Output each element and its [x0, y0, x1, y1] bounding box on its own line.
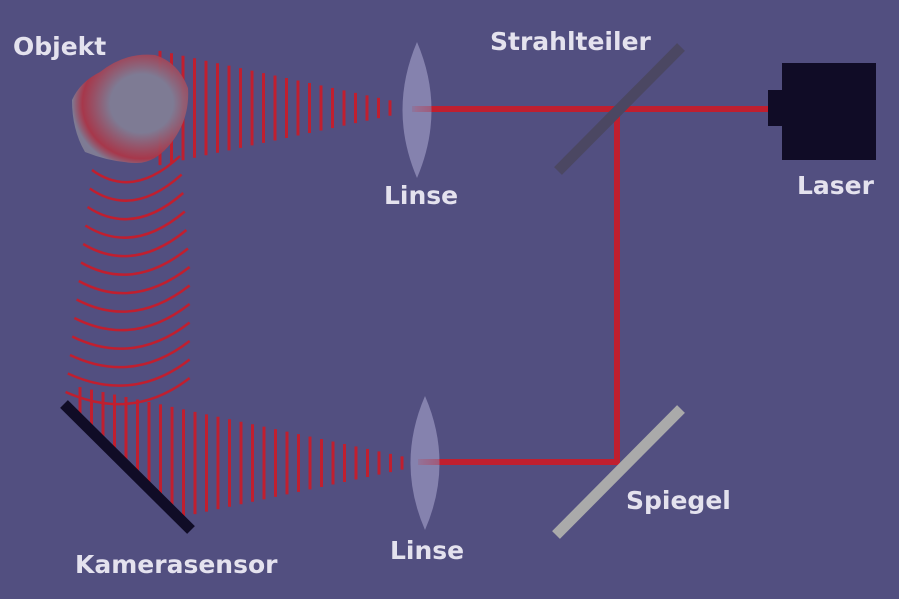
beam-top	[415, 106, 770, 112]
laser	[768, 63, 876, 160]
scattered-wavefront	[69, 340, 191, 369]
object	[72, 54, 189, 164]
scattered-wavefront	[84, 210, 186, 239]
beamsplitter	[554, 43, 685, 175]
label-lens-bottom: Linse	[390, 536, 465, 565]
label-laser: Laser	[797, 171, 874, 200]
scattered-wavefront	[65, 377, 191, 406]
label-lens-top: Linse	[384, 181, 459, 210]
scattered-wavefront	[67, 358, 191, 387]
label-beamsplitter: Strahlteiler	[490, 27, 651, 56]
label-object: Objekt	[13, 32, 107, 61]
beam-vertical	[614, 106, 620, 465]
label-sensor: Kamerasensor	[75, 550, 278, 579]
mirror	[552, 405, 685, 539]
scattered-wavefront	[89, 173, 183, 202]
beam-bottom	[420, 459, 620, 465]
scattered-wavefront	[80, 247, 189, 276]
scattered-wavefront	[82, 229, 188, 258]
scattered-wavefront	[78, 266, 191, 295]
scattered-wavefront	[71, 321, 191, 350]
scattered-wavefront	[91, 155, 181, 184]
camera-sensor	[60, 400, 195, 534]
wavefronts	[65, 50, 404, 517]
scattered-wavefront	[86, 192, 185, 221]
scattered-wavefront	[73, 303, 191, 332]
label-mirror: Spiegel	[626, 486, 731, 515]
scattered-wavefront	[76, 284, 191, 313]
